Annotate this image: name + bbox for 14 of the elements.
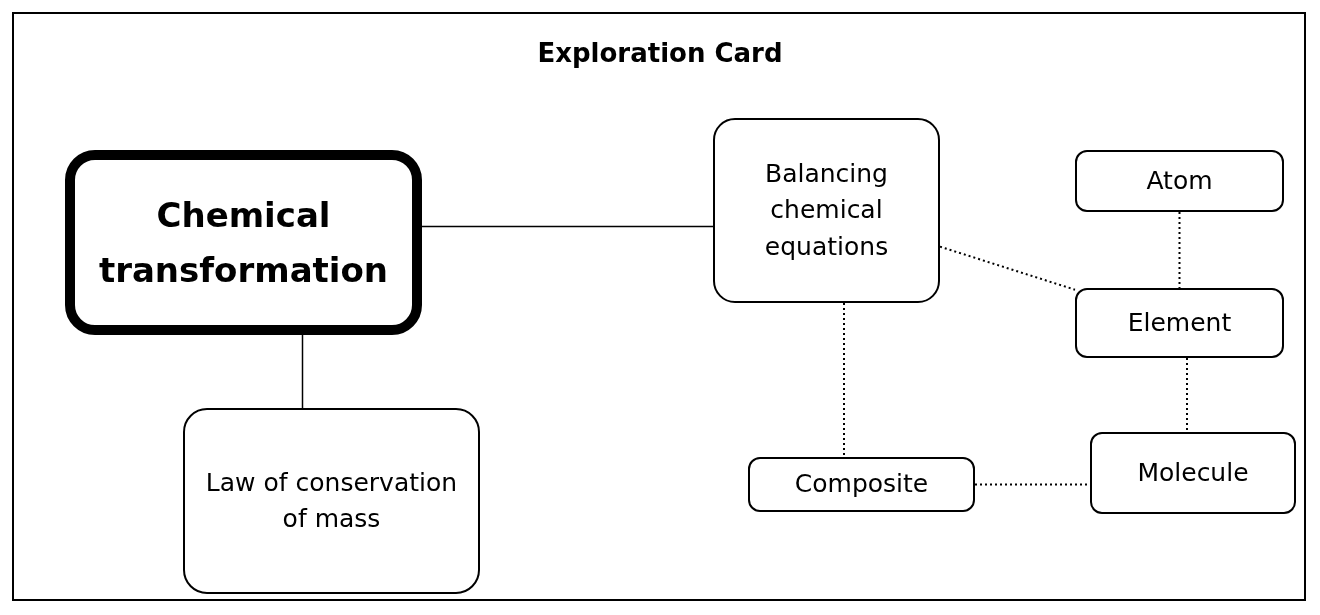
dotted-connector xyxy=(939,245,1076,291)
concept-box: Balancing chemical equations xyxy=(713,118,940,303)
connector-line xyxy=(301,334,304,409)
connector-line xyxy=(421,225,714,228)
concept-box: Element xyxy=(1075,288,1284,358)
main-topic-box: Chemical transformation xyxy=(65,150,422,335)
concept-box: Composite xyxy=(748,457,975,512)
concept-box: Law of conservation of mass xyxy=(183,408,480,594)
concept-box: Atom xyxy=(1075,150,1284,212)
dotted-connector xyxy=(1178,211,1181,289)
dotted-connector xyxy=(1186,357,1188,433)
title: Exploration Card xyxy=(536,38,784,68)
concept-box: Molecule xyxy=(1090,432,1296,514)
dotted-connector xyxy=(843,302,845,458)
